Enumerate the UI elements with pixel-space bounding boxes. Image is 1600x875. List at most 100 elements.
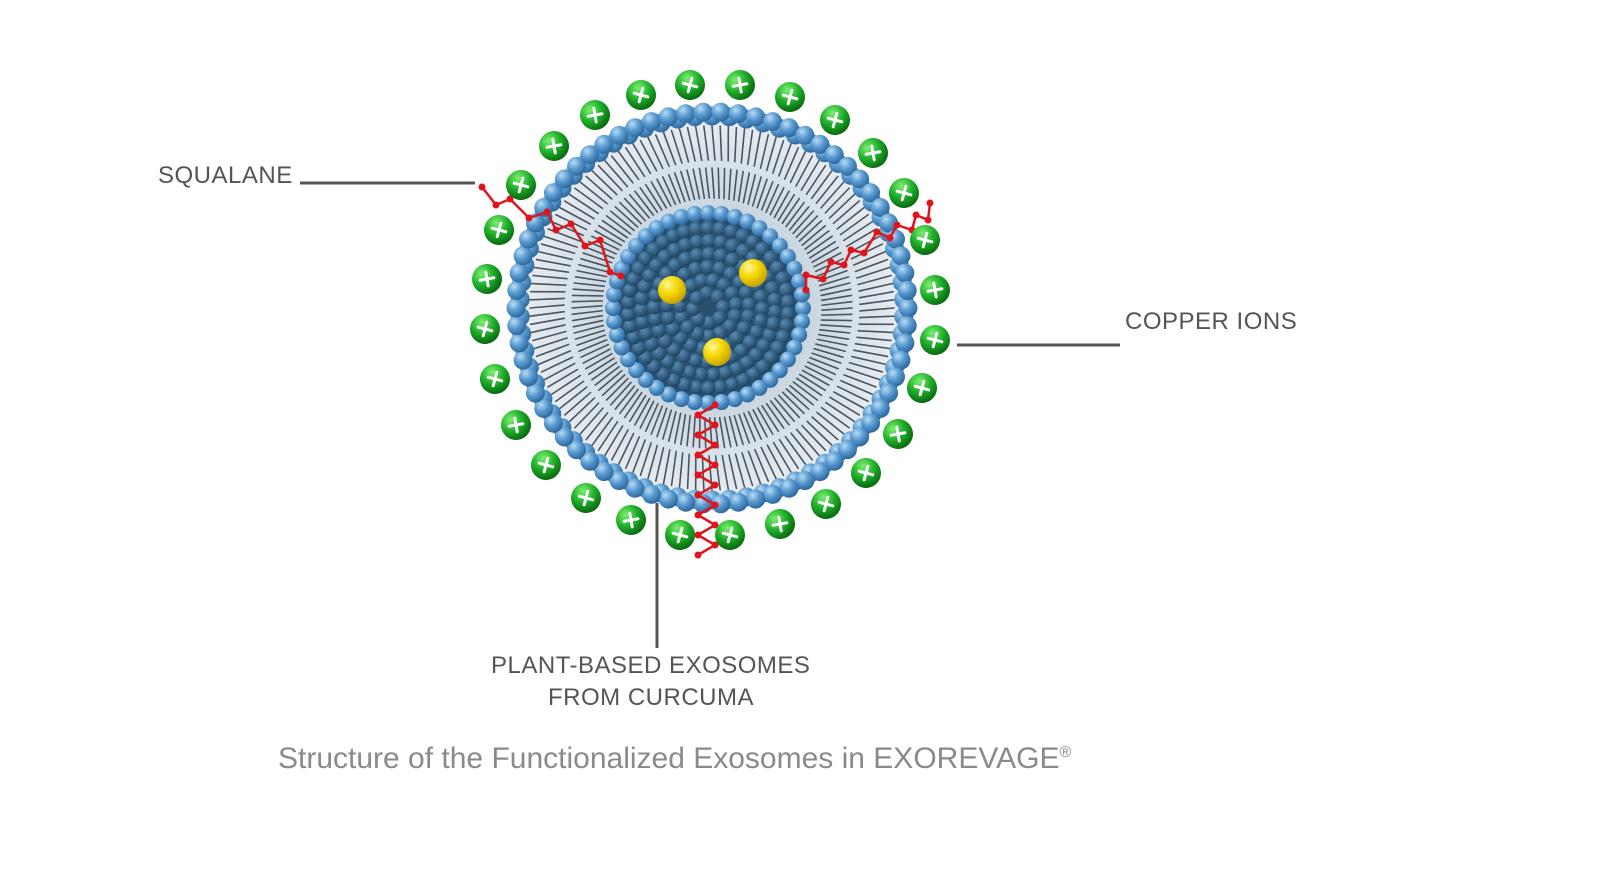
- lipid-head-bead: [728, 104, 748, 124]
- lipid-tail: [530, 282, 567, 287]
- lipid-tail: [778, 438, 800, 470]
- exosome-core: [605, 205, 811, 411]
- lipid-head-bead: [895, 333, 915, 353]
- lipid-head-bead: [837, 156, 857, 176]
- copper-ion: [665, 520, 695, 550]
- lipid-tail: [647, 444, 659, 480]
- squalane-atom: [827, 258, 835, 266]
- lipid-tail: [801, 424, 827, 452]
- inner-lipid-bead: [631, 261, 646, 276]
- plus-icon: [913, 379, 931, 397]
- lipid-tail: [761, 405, 780, 433]
- registered-mark: ®: [1059, 744, 1072, 761]
- lipid-tail: [806, 420, 833, 446]
- lipid-tail: [821, 300, 853, 307]
- squalane-atom: [873, 228, 881, 236]
- lipid-head-bead: [580, 451, 600, 471]
- lipid-tail: [571, 309, 603, 316]
- lipid-tail: [559, 206, 591, 225]
- inner-lipid-bead: [683, 338, 698, 353]
- lipid-tail: [571, 305, 603, 309]
- inner-lipid-head-bead: [700, 205, 716, 221]
- squalane-atom: [847, 246, 855, 254]
- lipid-tail: [529, 310, 565, 317]
- inner-lipid-bead: [694, 273, 709, 288]
- lipid-head-bead: [580, 145, 600, 165]
- lipid-tail: [711, 125, 716, 161]
- payload-particle: [739, 259, 767, 287]
- lipid-tail: [765, 183, 780, 213]
- lipid-tail: [811, 352, 842, 364]
- lipid-tail: [667, 174, 681, 204]
- squalane-chains: [478, 183, 934, 559]
- lipid-tail: [785, 388, 810, 410]
- lipid-tail: [832, 200, 861, 225]
- lipid-tail: [692, 415, 696, 448]
- copper-ion: [675, 70, 705, 100]
- lipid-tail: [670, 450, 677, 487]
- inner-lipid-head-bead: [673, 208, 690, 225]
- inner-lipid-bead: [671, 360, 686, 375]
- lipid-tail: [614, 206, 639, 228]
- lipid-tail: [795, 377, 823, 397]
- lipid-tail: [858, 290, 895, 299]
- lipid-tail: [820, 319, 853, 322]
- lipid-tail: [840, 379, 874, 396]
- lipid-tail: [576, 269, 608, 278]
- lipid-tail: [656, 178, 672, 207]
- inner-lipid-bead: [713, 380, 728, 395]
- lipid-head-bead: [861, 183, 881, 203]
- lipid-tail: [610, 429, 629, 461]
- inner-lipid-bead: [754, 301, 769, 316]
- inner-lipid-bead: [657, 249, 672, 264]
- lipid-head-bead: [513, 350, 533, 370]
- inner-lipid-bead: [642, 268, 657, 283]
- lipid-tail: [543, 235, 578, 248]
- lipid-tail: [772, 441, 792, 473]
- lipid-tail: [547, 368, 579, 388]
- lipid-tail: [815, 343, 846, 353]
- squalane-atom: [840, 261, 848, 269]
- inner-lipid-bead: [649, 258, 664, 273]
- inner-lipid-bead: [763, 350, 778, 365]
- lipid-head-bead: [795, 125, 815, 145]
- squalane-atom: [711, 541, 719, 549]
- inner-lipid-bead: [770, 260, 785, 275]
- lipid-tail: [610, 210, 635, 232]
- lipid-head-bead: [518, 367, 538, 387]
- lipid-tail: [811, 416, 839, 441]
- inner-lipid-bead: [677, 267, 692, 282]
- lipid-tail: [836, 385, 870, 403]
- lipid-tail: [601, 219, 629, 239]
- lipid-tail: [580, 258, 611, 269]
- inner-lipid-bead: [626, 330, 641, 345]
- lipid-tail: [624, 146, 646, 178]
- plus-icon: [926, 281, 944, 299]
- caption-text: Structure of the Functionalized Exosomes…: [278, 742, 1060, 775]
- inner-lipid-bead: [688, 261, 703, 276]
- inner-lipid-bead: [712, 310, 727, 325]
- squalane-atom: [617, 272, 625, 280]
- lipid-tail: [848, 361, 884, 373]
- squalane-atom: [567, 220, 575, 228]
- lipid-tail: [760, 446, 777, 480]
- lipid-tail: [795, 215, 819, 239]
- lipid-tail: [781, 197, 801, 225]
- lipid-head-bead: [763, 484, 783, 504]
- squalane-atom: [525, 214, 533, 222]
- inner-lipid-bead: [665, 321, 680, 336]
- copper-ion: [484, 215, 514, 245]
- inner-lipid-bead: [706, 367, 721, 382]
- lipid-tail: [856, 266, 891, 279]
- lipid-head-bead: [779, 478, 799, 498]
- inner-lipid-bead: [706, 273, 721, 288]
- lipid-tail: [857, 329, 894, 334]
- squalane-atom: [694, 531, 702, 539]
- lipid-tail: [805, 164, 827, 195]
- inner-lipid-head-bead: [608, 326, 625, 343]
- lipid-tail: [833, 391, 865, 410]
- copper-ion: [506, 170, 536, 200]
- lipid-tail: [529, 317, 566, 326]
- copper-ion: [531, 450, 561, 480]
- lipid-tail: [632, 143, 652, 175]
